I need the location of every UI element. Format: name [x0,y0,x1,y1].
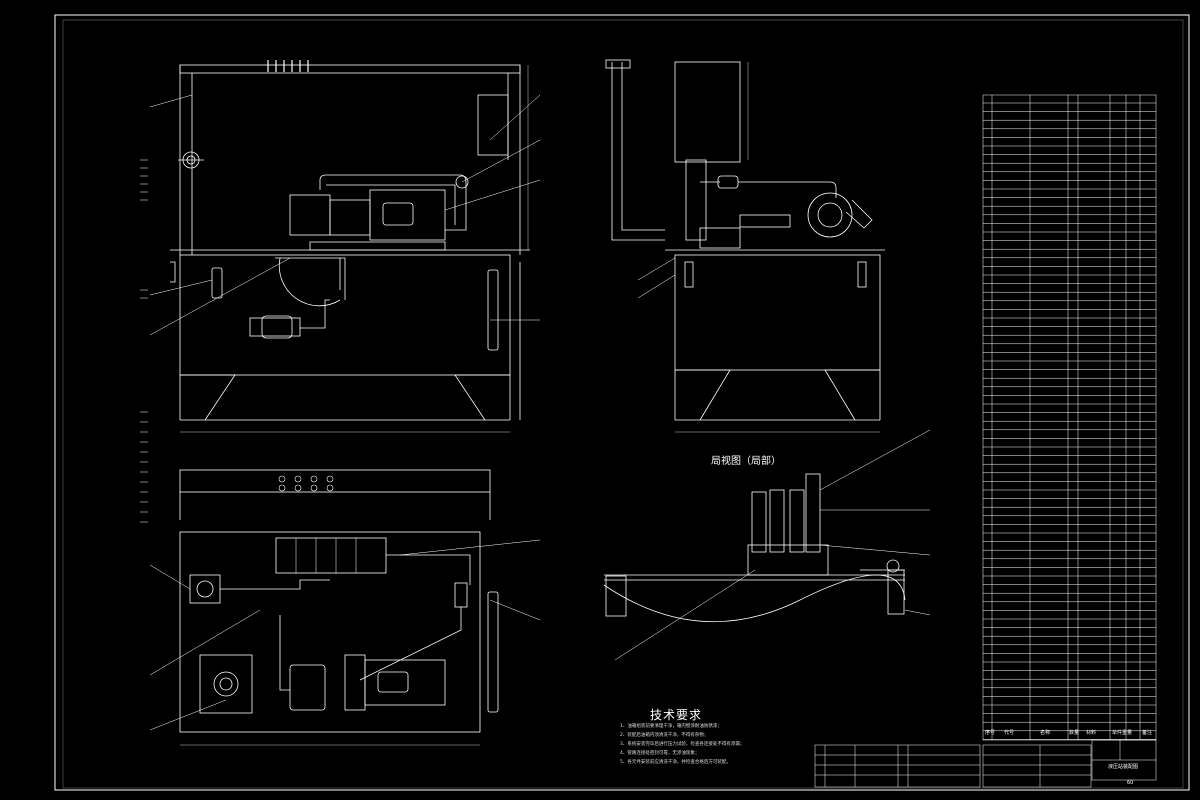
note-3: 3、系统安装完毕后进行压力试验，检查各连接处不得有渗漏； [620,742,745,747]
parts-list-table [814,744,1092,788]
bom-header-name: 名称 [1040,730,1051,736]
bom-header-material: 材料 [1086,730,1097,736]
bom-rows [983,102,1156,740]
partial-view [603,429,931,661]
plan-view [140,411,541,746]
note-4: 4、管路连接处密封可靠，无渗油现象； [620,751,700,756]
outer-frame [54,14,1190,791]
bom-header-weight: 单件重量 [1112,730,1133,736]
bom-header-code: 代号 [1004,730,1015,736]
drawing-name: 液压站装配图 [1108,764,1139,770]
front-view [140,60,541,433]
bill-of-materials-table [982,94,1157,781]
bom-header-no: 序号 [985,730,996,736]
note-1: 1、油箱组装前要清理干净，箱内壁涂耐油防锈漆； [620,724,722,729]
side-view [605,59,885,433]
note-2: 2、装配后油箱内须清洗干净，不得有杂物； [620,733,709,738]
note-5: 5、各元件安装前应清洗干净，并检查合格后方可装配。 [620,760,731,765]
partial-view-title: 局视图（局部） [711,456,781,467]
technical-requirements-title: 技术要求 [650,708,703,722]
bom-header-qty: 数量 [1069,730,1080,736]
inner-frame [62,19,1184,789]
technical-notes: 1、油箱组装前要清理干净，箱内壁涂耐油防锈漆； 2、装配后油箱内须清洗干净，不得… [620,722,800,767]
drawing-scale: 60 [1127,780,1134,786]
bom-header-remark: 备注 [1142,730,1153,736]
